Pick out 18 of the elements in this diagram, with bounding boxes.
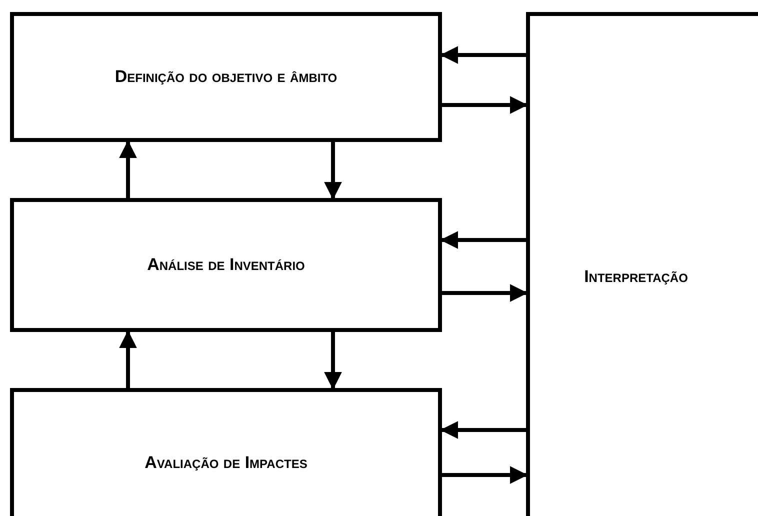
box-label: Interpretação [584,267,688,287]
process-box [10,198,442,332]
arrow [440,46,526,64]
box-label: Avaliação de Impactes [144,453,308,473]
process-box [10,388,442,516]
box-label: Análise de Inventário [147,255,305,275]
process-box [10,12,442,142]
arrow [442,466,528,484]
arrow [440,421,526,439]
arrow [440,231,526,249]
side-panel-box [526,12,758,516]
arrow [442,284,528,302]
arrow [324,332,342,390]
box-label: Definição do objetivo e âmbito [114,67,338,87]
arrow [324,142,342,200]
arrow [442,96,528,114]
arrow [119,330,137,388]
arrow [119,140,137,198]
